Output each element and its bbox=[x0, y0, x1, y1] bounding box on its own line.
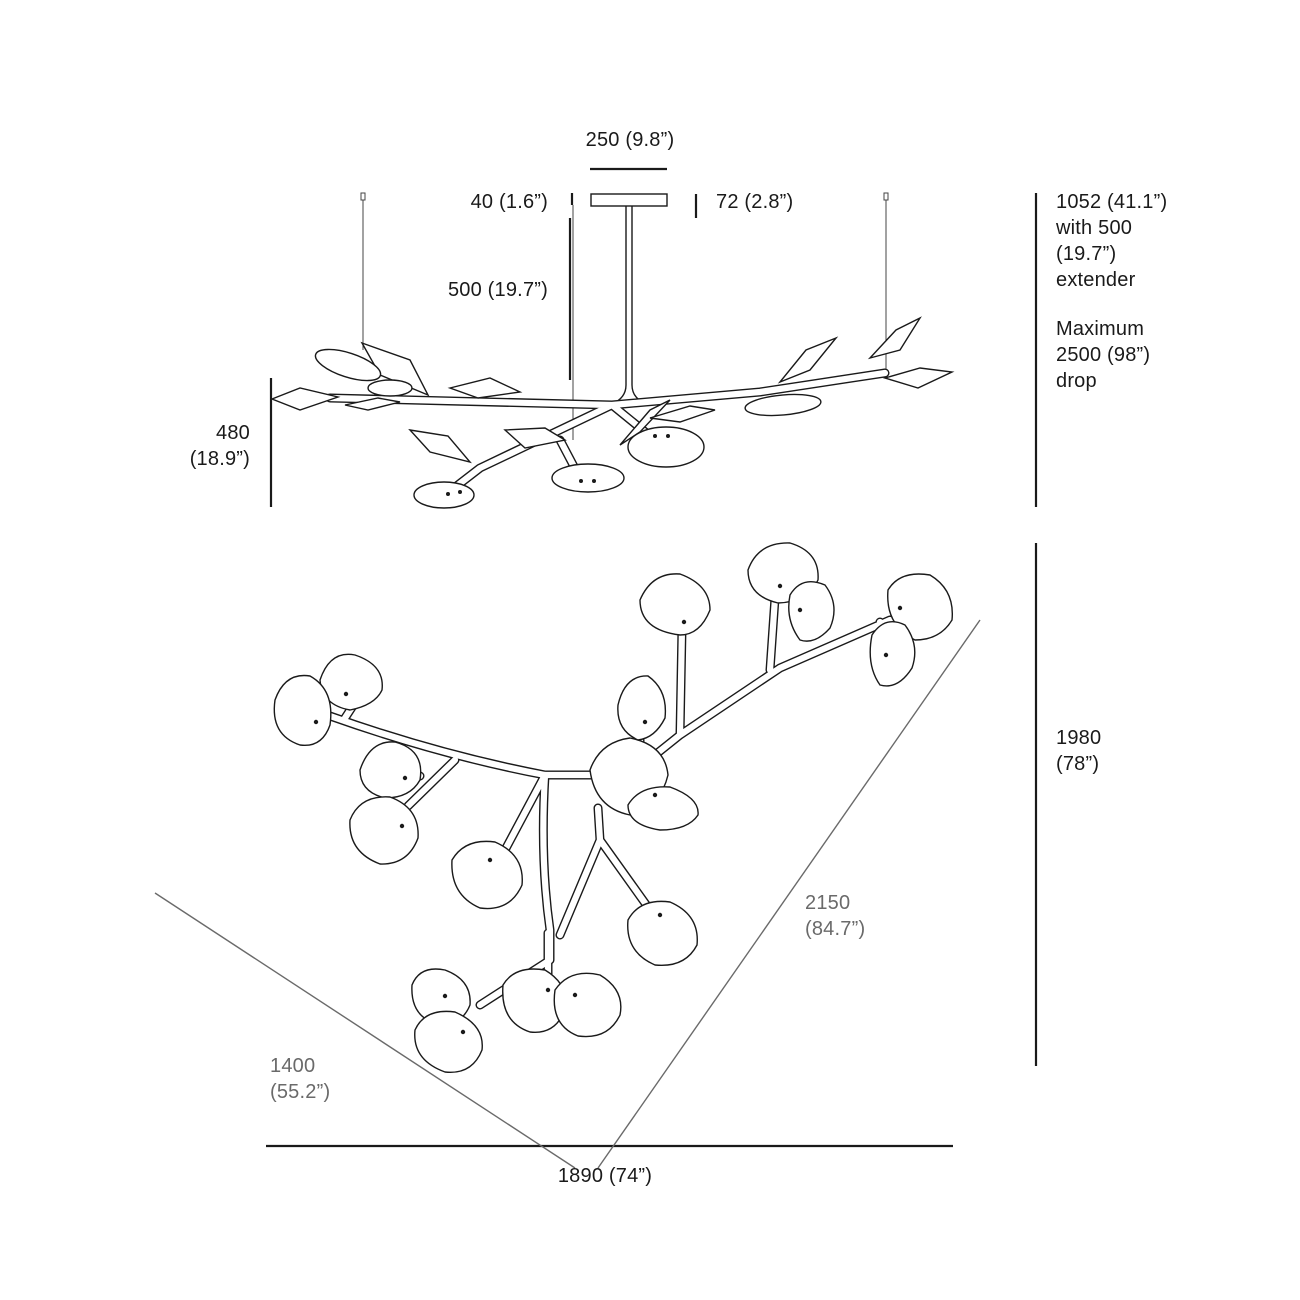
plan-width-label: 1890 (74”) bbox=[557, 1165, 653, 1187]
bulb-dot bbox=[592, 479, 596, 483]
leaf-shade bbox=[408, 428, 472, 464]
total-height-line-3: (19.7”) bbox=[1056, 243, 1117, 265]
leaf-shade bbox=[414, 1010, 483, 1074]
bulb-dot bbox=[545, 987, 551, 993]
bulb-dot bbox=[681, 619, 687, 625]
plan-diagonal-short-label: 1400 (55.2”) bbox=[270, 1053, 390, 1105]
round-shade bbox=[627, 426, 705, 468]
bulb-dot bbox=[458, 490, 462, 494]
max-drop-label: Maximum 2500 (98”) drop bbox=[1056, 316, 1256, 394]
max-drop-line-3: drop bbox=[1056, 370, 1097, 392]
plan-diagonal-short-line bbox=[154, 892, 576, 1169]
bulb-dot bbox=[666, 434, 670, 438]
leaf-shade bbox=[777, 336, 839, 384]
plan-depth-line-2: (78”) bbox=[1056, 753, 1100, 775]
plan-diagonal-long-line-2: (84.7”) bbox=[805, 918, 866, 940]
leaf-shade bbox=[349, 796, 419, 865]
total-height-line-2: with 500 bbox=[1056, 217, 1133, 239]
plan-diagonal-long-line-1: 2150 bbox=[805, 892, 851, 914]
extender-label: 500 (19.7”) bbox=[447, 279, 548, 301]
leaf-shade bbox=[617, 675, 667, 741]
bulb-dot bbox=[653, 434, 657, 438]
bulb-dot bbox=[642, 719, 648, 725]
elevation-arms-inner bbox=[326, 369, 889, 499]
center-stem bbox=[611, 206, 647, 405]
leaf-shade bbox=[451, 840, 523, 910]
leaf-shade bbox=[344, 397, 401, 411]
plan-bulbs bbox=[313, 583, 903, 1035]
leaf-shade bbox=[503, 427, 567, 449]
bulb-dot bbox=[446, 492, 450, 496]
bulb-dot bbox=[897, 605, 903, 611]
bulb-dot bbox=[657, 912, 663, 918]
bulb-dot bbox=[343, 691, 349, 697]
leaf-shade bbox=[788, 581, 835, 642]
leaf-shade bbox=[627, 900, 698, 967]
leaf-shade bbox=[627, 786, 699, 831]
leaf-shade bbox=[867, 316, 922, 360]
bulb-dot bbox=[442, 993, 448, 999]
canopy bbox=[590, 193, 668, 207]
leaf-shade bbox=[270, 387, 341, 411]
plan-view bbox=[154, 542, 1038, 1169]
left-cable-anchor bbox=[360, 192, 366, 201]
canopy-width-label: 250 (9.8”) bbox=[585, 129, 675, 151]
leaf-shade bbox=[319, 653, 383, 711]
elevation-view bbox=[269, 167, 1038, 509]
total-height-line-4: extender bbox=[1056, 269, 1136, 291]
max-drop-line-2: 2500 (98”) bbox=[1056, 344, 1151, 366]
leaf-shade bbox=[447, 377, 523, 399]
fixture-height-line-1: 480 bbox=[216, 422, 250, 444]
fixture-height-line-2: (18.9”) bbox=[189, 448, 250, 470]
right-cable-anchor bbox=[883, 192, 889, 201]
round-shade bbox=[413, 481, 475, 509]
leaf-shade bbox=[649, 405, 716, 423]
total-height-label: 1052 (41.1”) with 500 (19.7”) extender bbox=[1056, 189, 1256, 293]
plan-diagonal-short-line-1: 1400 bbox=[270, 1055, 316, 1077]
bulb-dot bbox=[487, 857, 493, 863]
total-height-line-1: 1052 (41.1”) bbox=[1056, 191, 1168, 213]
leaf-shade bbox=[553, 972, 622, 1038]
round-shade bbox=[314, 348, 382, 382]
round-shade bbox=[367, 379, 413, 397]
plan-depth-line-1: 1980 bbox=[1056, 727, 1102, 749]
bulb-dot bbox=[402, 775, 408, 781]
plan-diagonal-short-line-2: (55.2”) bbox=[270, 1081, 331, 1103]
max-drop-line-1: Maximum bbox=[1056, 318, 1145, 340]
bulb-dot bbox=[797, 607, 803, 613]
plan-diagonal-long-line bbox=[597, 619, 981, 1169]
canopy-height-label: 72 (2.8”) bbox=[716, 191, 794, 213]
leaf-shade bbox=[869, 621, 916, 687]
bulb-dot bbox=[652, 792, 658, 798]
bulb-dot bbox=[777, 583, 783, 589]
plan-depth-label: 1980 (78”) bbox=[1056, 725, 1176, 777]
plan-diagonal-long-label: 2150 (84.7”) bbox=[805, 890, 925, 942]
fixture-height-label: 480 (18.9”) bbox=[160, 420, 250, 472]
leaf-shade bbox=[882, 367, 955, 389]
bulb-dot bbox=[399, 823, 405, 829]
round-shade bbox=[551, 463, 625, 493]
leaf-shade bbox=[359, 741, 422, 799]
leaf-shade bbox=[639, 573, 711, 636]
round-shade bbox=[744, 393, 822, 417]
bulb-dot bbox=[460, 1029, 466, 1035]
plan-leaves bbox=[273, 542, 954, 1074]
bulb-dot bbox=[883, 652, 889, 658]
bulb-dot bbox=[313, 719, 319, 725]
canopy-offset-label: 40 (1.6”) bbox=[470, 191, 548, 213]
bulb-dot bbox=[579, 479, 583, 483]
bulb-dot bbox=[572, 992, 578, 998]
leaf-shade bbox=[273, 674, 332, 747]
